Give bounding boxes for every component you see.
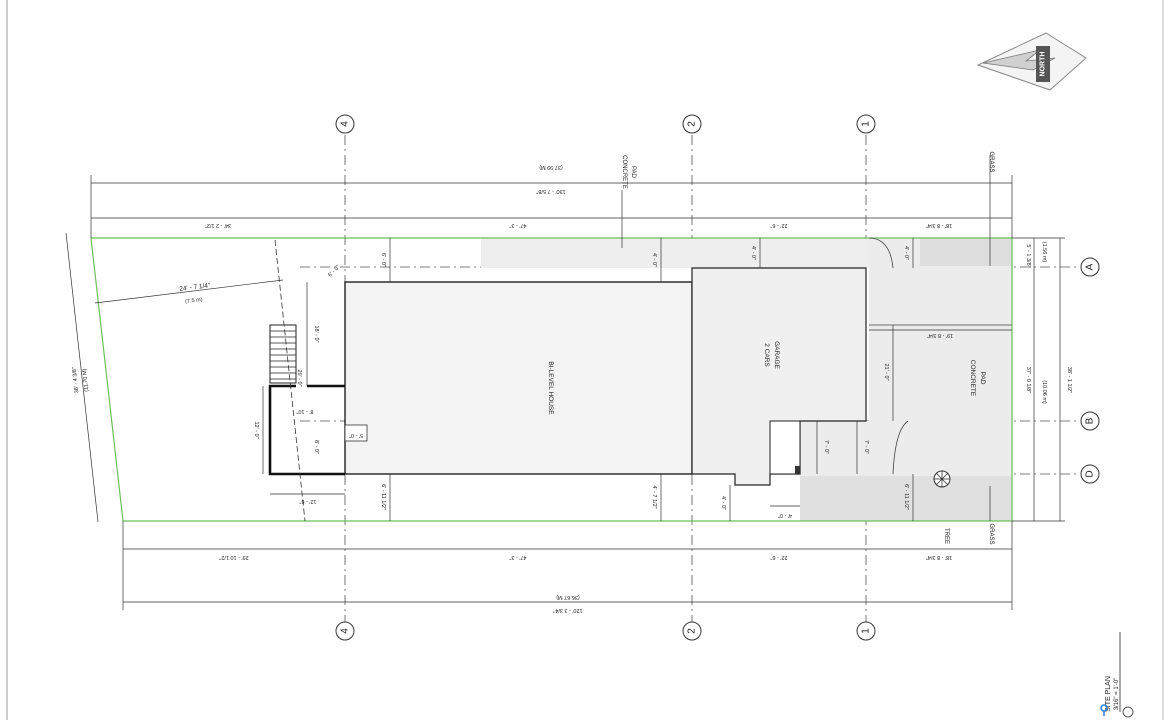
grid-label: B	[1085, 417, 1096, 424]
garage-door-area	[769, 420, 801, 475]
grid-bubble-a: A	[1080, 257, 1100, 277]
dim-bottom-seg1: 29' - 10 1/2"	[219, 554, 248, 560]
dim-bottom-seg3: 22' - 6"	[770, 554, 787, 560]
tree-symbol	[933, 470, 951, 488]
dim-top-seg4: 18' - 8 3/4"	[926, 222, 952, 228]
dim-deck-e: 12' - 6"	[299, 498, 316, 504]
deck-outline	[268, 384, 345, 476]
dim-left-side: 38' - 4 3/8"	[72, 367, 81, 394]
dim-pad-upper: 19' - 8 3/4"	[927, 332, 953, 338]
tree-label: TREE	[943, 528, 949, 544]
grid-bubble-bottom-1: 1	[856, 621, 876, 641]
grid-label: 2	[687, 121, 698, 127]
grid-label: 4	[340, 628, 351, 634]
rear-deck	[268, 324, 368, 476]
concrete-pad-right-label-1: CONCRETE	[969, 360, 976, 397]
house-footprint	[344, 281, 693, 475]
title-block-scale: 3/16" = 1'-0"	[1114, 678, 1120, 711]
dim-right-inner-metric: (10.06 m)	[1041, 380, 1047, 404]
concrete-pad-top-label-2: PAD	[630, 166, 636, 179]
dim-deck-g: 6' - 0"	[327, 264, 341, 278]
grid-bubble-bottom-2: 2	[682, 621, 702, 641]
garage-label-2: GARAGE	[773, 341, 780, 369]
dim-house-rear: 6' - 11 1/2"	[380, 484, 386, 510]
grid-label: D	[1085, 470, 1096, 477]
dim-deck-d: 8' - 10"	[296, 408, 313, 414]
dim-deck-f: 5' - 0"	[349, 432, 363, 438]
setback-line	[274, 239, 306, 522]
grid-bubble-top-1: 1	[856, 114, 876, 134]
concrete-pad-top-label-1: CONCRETE	[621, 155, 627, 189]
pad-curve-top	[868, 237, 894, 269]
dim-walk-a: 7' - 0"	[823, 440, 829, 454]
stairs	[269, 324, 297, 384]
walkway-area	[800, 421, 869, 476]
dimension-lines	[65, 155, 1065, 610]
grass-bottom-label: GRASS	[988, 523, 994, 544]
grass-bottom-area	[800, 476, 1012, 521]
dim-bottom-overall: 120' - 3 3/4"	[553, 607, 582, 613]
dim-garage-front: 4' - 0"	[651, 253, 657, 267]
pad-curve-bottom	[892, 420, 909, 475]
dim-setback: 24' - 7 1/4"	[179, 282, 211, 293]
dim-setback-metric: (7.5 m)	[185, 297, 203, 305]
dim-pad-rear: 6' - 11 1/2"	[903, 484, 909, 510]
dim-right-outer: 38' - 1 1/2"	[1066, 367, 1072, 393]
dim-house-front: 6' - 0"	[380, 253, 386, 267]
grid-label: 1	[861, 628, 872, 634]
dim-garage-rear: 4' - 7 1/2"	[651, 485, 657, 508]
dim-pad-front: 4' - 0"	[750, 246, 756, 260]
grid-label: 2	[687, 628, 698, 634]
dim-deck-b: 8' - 0"	[313, 440, 319, 454]
dim-bottom-overall-metric: (36.67 M)	[556, 594, 580, 600]
garage-label-1: 2 CARS	[763, 343, 770, 367]
grass-top-area	[920, 238, 1012, 266]
dim-top-seg1: 34' - 2 1/2"	[205, 222, 231, 228]
dim-bottom-seg2: 47' - 3"	[509, 554, 526, 560]
dim-right-inner: 37' - 0 1/8"	[1025, 367, 1031, 393]
dim-top-seg3: 22' - 6"	[770, 222, 787, 228]
concrete-pad-right-label-2: PAD	[979, 372, 986, 385]
dim-walk-b: 7' - 0"	[863, 440, 869, 454]
grid-label: 1	[861, 121, 872, 127]
north-label: NORTH	[1040, 52, 1047, 77]
grid-label: A	[1085, 263, 1096, 270]
dim-right-top-metric: (1.56 m)	[1041, 242, 1047, 263]
house-label: BI-LEVEL HOUSE	[547, 361, 554, 415]
grid-bubble-top-2: 2	[682, 114, 702, 134]
title-block: SITE PLAN 3/16" = 1'-0"	[1100, 632, 1134, 718]
dim-top-overall-metric: (37.99 M)	[539, 164, 563, 170]
deck-bump	[344, 424, 368, 442]
title-block-title: SITE PLAN	[1105, 676, 1112, 712]
dim-porch: 4' - 0"	[720, 496, 726, 510]
grid-bubble-top-4: 4	[335, 114, 355, 134]
dim-deck-height: 18' - 0"	[313, 325, 319, 342]
grass-top-label: GRASS	[988, 151, 994, 172]
concrete-pad-top	[481, 238, 869, 268]
stair-treads	[270, 330, 296, 380]
north-label-bg	[1036, 46, 1050, 82]
scale-circle-icon	[1122, 706, 1134, 718]
dim-deck-c: 20' - 0"	[296, 369, 302, 386]
north-arrow: NORTH	[976, 32, 1087, 91]
dim-pad-lower: 21' - 0"	[883, 363, 889, 380]
dim-left-side-metric: (11.70 M)	[82, 368, 90, 392]
garage-post	[795, 466, 800, 474]
dim-deck-a: 12' - 0"	[253, 421, 259, 438]
dim-pad-top-right: 4' - 0"	[903, 246, 909, 260]
dim-top-seg2: 47' - 3"	[509, 222, 526, 228]
dim-top-overall: 130' - 7 5/8"	[536, 188, 565, 194]
grid-bubble-bottom-4: 4	[335, 621, 355, 641]
grid-label: 4	[340, 121, 351, 127]
dim-bottom-seg4: 18' - 8 3/4"	[926, 554, 952, 560]
dim-right-top: 5' - 1 3/8"	[1025, 244, 1031, 267]
grid-bubble-b: B	[1080, 411, 1100, 431]
dim-porch-width: 4' - 0"	[778, 512, 792, 518]
grid-bubble-d: D	[1080, 464, 1100, 484]
